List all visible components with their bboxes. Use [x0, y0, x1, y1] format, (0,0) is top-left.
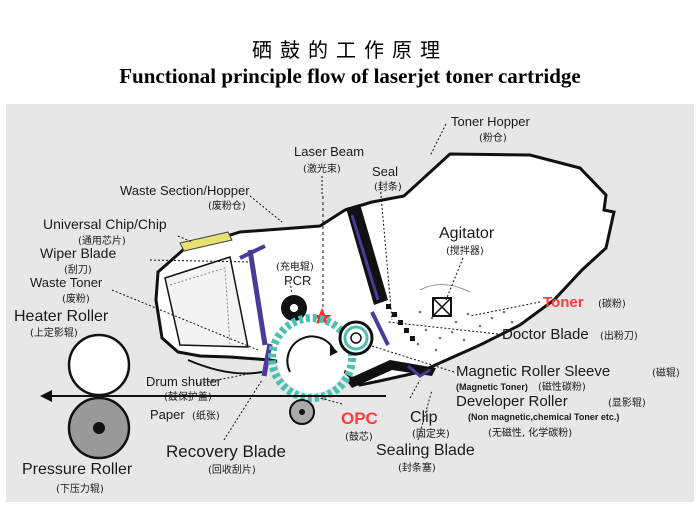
label-magnetic-roller-sleeve: Magnetic Roller Sleeve — [456, 363, 610, 380]
label-drum-shutter-cn: (鼓保护盖) — [164, 390, 212, 403]
label-universal-chip: Universal Chip/Chip — [43, 216, 167, 232]
label-non-magnetic-cn: (无磁性, 化学碳粉) — [488, 426, 572, 439]
waste-toner-area — [169, 267, 231, 346]
label-toner-hopper: Toner Hopper — [451, 114, 530, 129]
seal-strip — [350, 214, 380, 301]
opc-arrow-head — [330, 345, 338, 356]
label-doctor-blade: Doctor Blade — [502, 326, 589, 343]
label-recovery-blade-cn: (回收刮片) — [208, 463, 256, 476]
label-wiper-blade: Wiper Blade — [40, 245, 116, 261]
transfer-roller-core — [299, 409, 305, 415]
pressure-roller-core — [93, 422, 105, 434]
label-opc: OPC — [341, 409, 378, 428]
label-clip: Clip — [410, 409, 438, 426]
agitator-x2 — [432, 297, 452, 317]
magnetic-roller-core — [350, 332, 362, 344]
label-toner-hopper-cn: (粉仓) — [479, 131, 507, 144]
label-pressure-roller: Pressure Roller — [22, 461, 133, 478]
label-agitator: Agitator — [439, 225, 495, 242]
seal-dots — [386, 304, 415, 341]
clip-shape — [407, 364, 431, 378]
label-magnetic-toner: (Magnetic Toner) — [456, 382, 528, 392]
label-waste-toner-cn: (废粉) — [62, 292, 90, 305]
agitator-arc — [419, 284, 471, 293]
magnetic-roller-sleeve — [343, 325, 369, 351]
label-sealing-blade: Sealing Blade — [376, 442, 475, 459]
label-doctor-blade-cn: (出粉刀) — [600, 329, 638, 342]
label-pcr-cn: (充电辊) — [276, 260, 314, 273]
label-pcr: PCR — [284, 273, 311, 288]
waste-section-box — [164, 256, 249, 348]
label-developer-roller: Developer Roller — [456, 393, 568, 410]
label-non-magnetic: (Non magnetic,chemical Toner etc.) — [468, 412, 619, 422]
label-pressure-roller-cn: (下压力辊) — [56, 482, 104, 495]
label-heater-roller-cn: (上定影辊) — [30, 326, 78, 339]
label-toner: Toner — [543, 294, 584, 311]
title-chinese: 硒鼓的工作原理 — [252, 38, 448, 62]
leader-lines — [111, 123, 541, 441]
label-opc-cn: (鼓芯) — [345, 430, 373, 443]
label-agitator-cn: (搅拌器) — [446, 244, 484, 257]
doctor-blade — [370, 311, 390, 346]
wiper-blade — [247, 249, 268, 346]
label-developer-roller-cn: (显影辊) — [608, 396, 646, 409]
label-magnetic-toner-cn: (磁性碳粉) — [538, 380, 586, 393]
paper-arrow — [40, 390, 52, 402]
label-magnetic-roller-sleeve-cn: (磁辊) — [652, 366, 680, 379]
label-wiper-blade-cn: (刮刀) — [64, 263, 92, 276]
label-paper: Paper — [150, 407, 185, 422]
label-heater-roller: Heater Roller — [14, 308, 109, 325]
label-clip-cn: (固定夹) — [412, 427, 450, 440]
label-waste-toner: Waste Toner — [30, 275, 103, 290]
label-seal: Seal — [372, 164, 398, 179]
title-english: Functional principle flow of laserjet to… — [119, 64, 581, 88]
label-laser-beam-cn: (激光束) — [303, 162, 341, 175]
drum-shutter — [187, 359, 263, 375]
label-recovery-blade: Recovery Blade — [166, 442, 286, 461]
sealing-blade — [346, 360, 436, 388]
pcr-center — [290, 304, 298, 312]
label-seal-cn: (封条) — [374, 180, 402, 193]
universal-chip — [179, 231, 233, 252]
heater-roller — [67, 333, 131, 397]
label-paper-cn: (纸张) — [192, 409, 220, 422]
cartridge-housing — [154, 152, 616, 387]
wiper-blade-top — [239, 244, 266, 260]
label-laser-beam: Laser Beam — [294, 144, 364, 159]
label-waste-section-cn: (废粉仓) — [208, 199, 246, 212]
label-waste-section: Waste Section/Hopper — [120, 183, 250, 198]
opc-drum — [268, 314, 356, 402]
label-sealing-blade-cn: (封条塞) — [398, 461, 436, 474]
opc-drum-core — [277, 323, 347, 393]
label-universal-chip-cn: (通用芯片) — [78, 234, 126, 247]
opc-rotation-arrow — [286, 335, 335, 373]
label-toner-cn: (碳粉) — [598, 297, 626, 310]
label-drum-shutter: Drum shutter — [146, 374, 222, 389]
